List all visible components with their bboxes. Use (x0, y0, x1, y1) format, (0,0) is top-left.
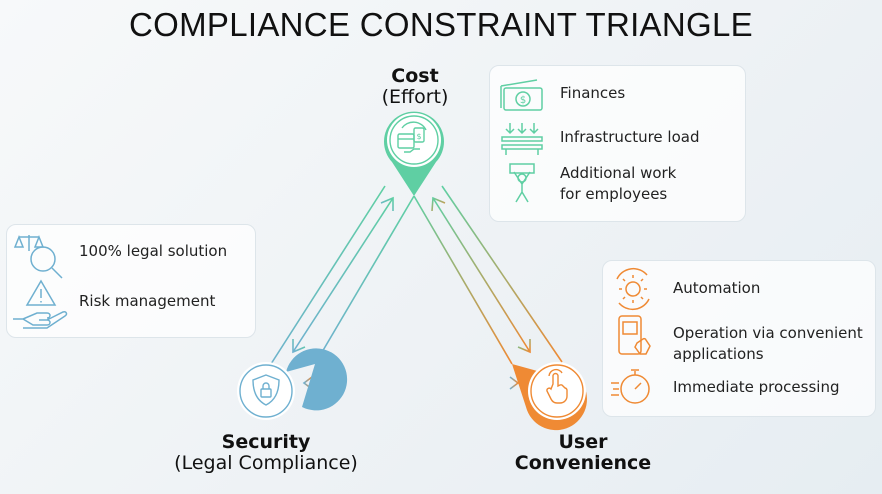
security-item-legal: 100% legal solution (79, 242, 228, 260)
gear-cycle-icon (616, 267, 650, 311)
weight-load-icon (501, 123, 543, 155)
user-item-operation-line1: Operation via convenient (673, 324, 863, 342)
calendar-money-icon: $ (397, 121, 427, 153)
triangle-edge-right-outer (441, 185, 563, 363)
security-node (237, 348, 348, 420)
scales-magnifier-icon (13, 234, 63, 279)
user-item-operation-line2: applications (673, 345, 764, 363)
cost-subtitle: (Effort) (381, 86, 449, 108)
triangle-edge-left-inner (314, 195, 415, 365)
security-card: 100% legal solution Risk management (6, 224, 256, 338)
cost-node-label: Cost (Effort) (340, 66, 490, 108)
cost-item-additional-work-line2: for employees (560, 185, 668, 203)
user-node (512, 362, 587, 431)
hand-tap-icon (546, 368, 568, 404)
cost-title: Cost (391, 65, 439, 87)
triangle-edge-left-outer (261, 185, 386, 379)
svg-text:$: $ (416, 132, 421, 141)
arrow-cost-user (431, 196, 531, 354)
arrow-cost-security (292, 196, 394, 354)
stopwatch-icon (611, 369, 650, 404)
diagram-title: COMPLIANCE CONSTRAINT TRIANGLE (129, 6, 753, 43)
money-icon: $ (500, 79, 543, 111)
cost-node: $ (384, 111, 445, 196)
cost-item-finances: Finances (560, 84, 626, 102)
security-item-risk: Risk management (79, 292, 216, 310)
cost-item-infrastructure: Infrastructure load (560, 128, 700, 146)
cost-item-additional-work-line1: Additional work (560, 164, 677, 182)
user-item-operation: Operation via convenient applications (673, 323, 863, 365)
cost-item-additional-work: Additional work for employees (560, 163, 676, 205)
shield-lock-icon (252, 374, 280, 406)
user-card: Automation Operation via convenient appl… (602, 260, 876, 417)
user-item-automation: Automation (673, 279, 761, 297)
worker-carrying-box-icon (509, 163, 535, 203)
user-title-line2: Convenience (514, 452, 652, 474)
triangle-edge-right-inner (413, 195, 513, 365)
security-title: Security (221, 431, 311, 453)
user-node-label: User Convenience (488, 432, 678, 474)
security-node-label: Security (Legal Compliance) (126, 432, 406, 474)
svg-text:$: $ (520, 95, 526, 106)
user-item-immediate: Immediate processing (673, 378, 840, 396)
warning-hand-icon (13, 279, 68, 329)
security-subtitle: (Legal Compliance) (174, 452, 358, 474)
phone-tap-icon (618, 315, 651, 355)
user-title-line1: User (558, 431, 608, 453)
cost-card: $ Finances Infrastructure load Additiona… (489, 65, 746, 222)
